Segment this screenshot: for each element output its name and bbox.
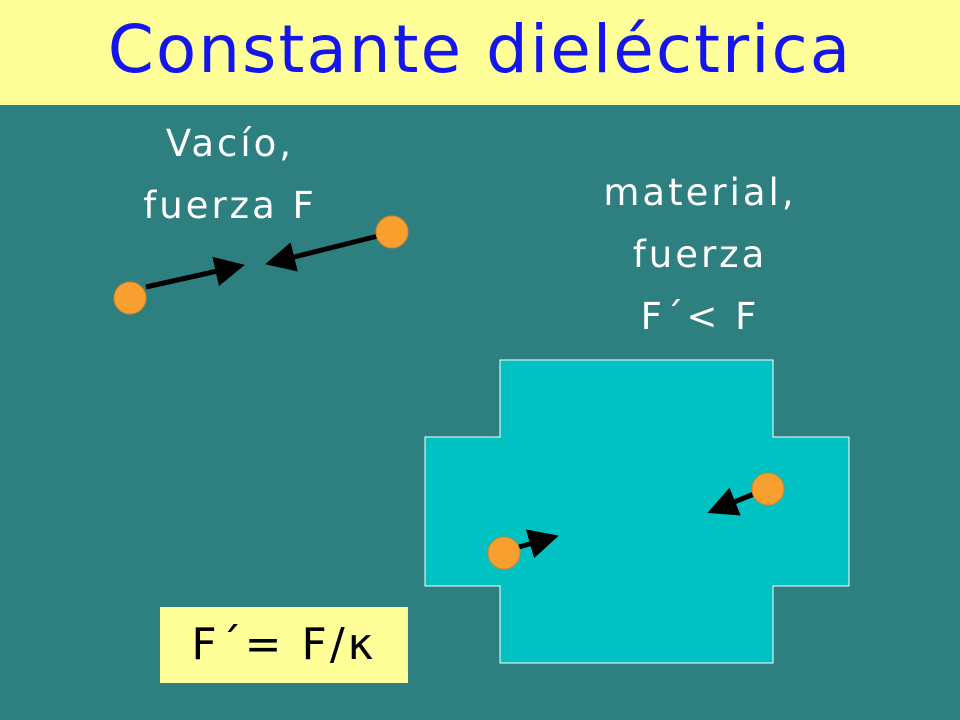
- material-label-line1: material,: [603, 171, 797, 214]
- title-bar: Constante dieléctrica: [0, 0, 960, 105]
- material-region: [424, 359, 850, 664]
- vacuum-label-line2: fuerza F: [143, 184, 317, 227]
- material-label: material, fuerza F´< F: [540, 162, 860, 348]
- vacuum-force-arrow-left: [145, 256, 245, 290]
- material-force-arrow-right: [707, 487, 755, 516]
- material-label-line3: F´< F: [640, 295, 760, 338]
- formula-text: F´= F/κ: [191, 619, 377, 670]
- vacuum-label: Vacío, fuerza F: [100, 113, 360, 237]
- vacuum-force-arrow-right: [265, 233, 379, 272]
- vacuum-charge-right: [375, 215, 409, 249]
- slide-title: Constante dieléctrica: [107, 11, 853, 88]
- material-label-line2: fuerza: [632, 233, 768, 276]
- vacuum-charge-left: [113, 281, 147, 315]
- material-charge-left: [487, 536, 521, 570]
- vacuum-label-line1: Vacío,: [165, 122, 295, 165]
- material-charge-right: [751, 472, 785, 506]
- formula-box: F´= F/κ: [160, 607, 408, 683]
- material-force-arrow-left: [518, 529, 559, 559]
